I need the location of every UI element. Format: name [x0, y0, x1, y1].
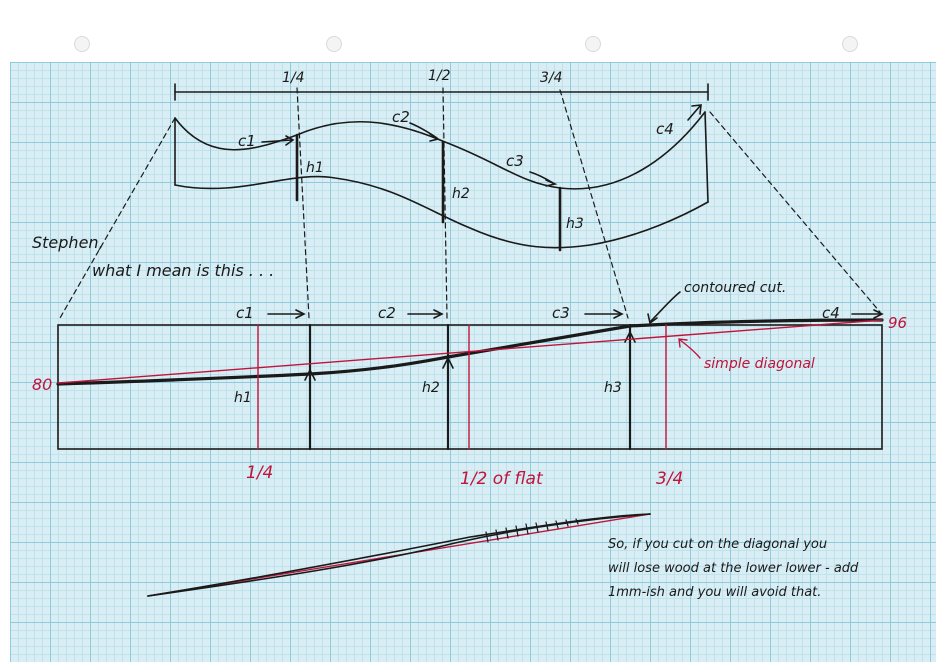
red-three-quarter-label: 3/4	[656, 469, 683, 489]
right-projection-line	[709, 111, 881, 313]
punch-hole	[326, 36, 342, 52]
right-value-label: 96	[888, 314, 907, 332]
graph-grid	[10, 62, 936, 662]
top-board-upper-edge	[174, 111, 706, 190]
punch-hole	[74, 36, 90, 52]
h1-up-arrow	[304, 368, 316, 381]
flat-c2-arrowhead	[433, 309, 444, 319]
flat-c3-arrowhead	[613, 309, 624, 319]
simple-diagonal-line	[57, 319, 883, 384]
bottom-note-line-1: So, if you cut on the diagonal you	[608, 537, 827, 552]
red-half-label: 1/2 of flat	[460, 469, 544, 489]
top-fraction-three-quarter: 3/4	[540, 70, 563, 86]
c4-arrowhead	[691, 104, 702, 115]
contoured-cut-line	[56, 318, 884, 386]
top-board-right-end	[704, 111, 709, 203]
flat-board-outline	[57, 324, 883, 450]
waste-hatch	[485, 518, 579, 543]
three-quarter-guide-line	[559, 89, 629, 319]
top-h2-label: h2	[452, 186, 470, 202]
flat-h3-label: h3	[604, 380, 622, 396]
left-projection-line	[59, 117, 176, 319]
top-fraction-quarter: 1/4	[282, 70, 305, 86]
flat-c4-label: c4	[822, 304, 840, 322]
top-fraction-half: 1/2	[428, 68, 451, 84]
c2-arrowhead	[429, 133, 441, 142]
flat-h1-label: h1	[234, 390, 252, 406]
contoured-cut-label: contoured cut.	[684, 280, 786, 296]
half-guide-line	[442, 87, 448, 319]
top-c3-label: c3	[506, 152, 524, 170]
flat-h2-label: h2	[422, 380, 440, 396]
quarter-guide-line	[296, 87, 310, 319]
c1-arrow	[261, 139, 293, 143]
flat-c4-arrowhead	[873, 309, 884, 319]
contoured-cut-pointer-head	[647, 313, 658, 325]
flat-c1-label: c1	[236, 304, 254, 322]
top-board-lower-edge	[174, 175, 709, 249]
top-h3-label: h3	[566, 216, 584, 232]
left-value-label: 80	[32, 375, 52, 394]
note-explanation: what I mean is this . . .	[92, 261, 274, 280]
flat-c3-label: c3	[552, 304, 570, 322]
flat-c2-label: c2	[378, 304, 396, 322]
contoured-cut-pointer	[649, 291, 681, 323]
c4-arrow	[687, 105, 701, 121]
punch-hole	[585, 36, 601, 52]
top-c4-label: c4	[656, 120, 674, 138]
top-c1-label: c1	[238, 132, 256, 150]
simple-diagonal-label: simple diagonal	[704, 356, 815, 372]
simple-diagonal-pointer-head	[678, 338, 688, 348]
top-c2-label: c2	[392, 108, 410, 126]
red-quarter-label: 1/4	[246, 463, 273, 483]
simple-diagonal-pointer	[679, 339, 701, 359]
flat-c1-arrowhead	[295, 309, 306, 319]
c3-arrowhead	[545, 179, 558, 187]
punch-hole	[842, 36, 858, 52]
bottom-section-upper-curve	[147, 513, 651, 597]
top-h1-label: h1	[306, 160, 324, 176]
bottom-note-line-3: 1mm-ish and you will avoid that.	[608, 585, 821, 600]
c1-arrowhead	[285, 135, 295, 146]
note-greeting: Stephen,	[32, 233, 104, 252]
bottom-note-line-2: will lose wood at the lower lower - add	[608, 561, 859, 576]
